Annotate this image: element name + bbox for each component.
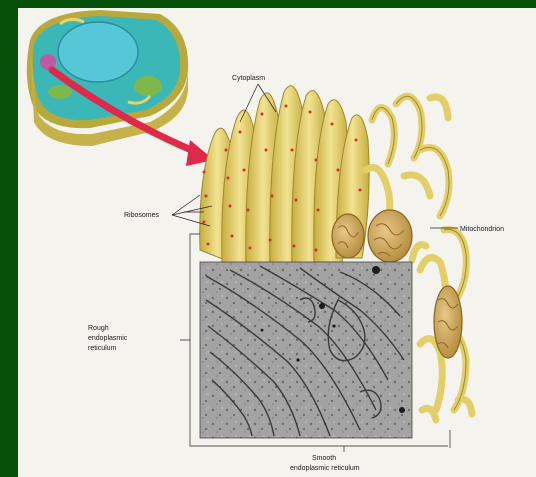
label-rough-er-line3: reticulum bbox=[88, 345, 117, 352]
cell-inset bbox=[27, 10, 188, 146]
organelle-inset bbox=[134, 76, 162, 96]
label-smooth-er-line2: endoplasmic reticulum bbox=[290, 465, 360, 472]
label-ribosomes: Ribosomes bbox=[124, 212, 160, 219]
label-mitochondrion: Mitochondrion bbox=[460, 226, 504, 233]
electron-micrograph bbox=[200, 262, 412, 438]
label-smooth-er-line1: Smooth bbox=[312, 455, 336, 462]
label-rough-er-line2: endoplasmic bbox=[88, 335, 128, 342]
label-rough-er-line1: Rough bbox=[88, 325, 109, 332]
label-cytoplasm: Cytoplasm bbox=[232, 75, 265, 82]
